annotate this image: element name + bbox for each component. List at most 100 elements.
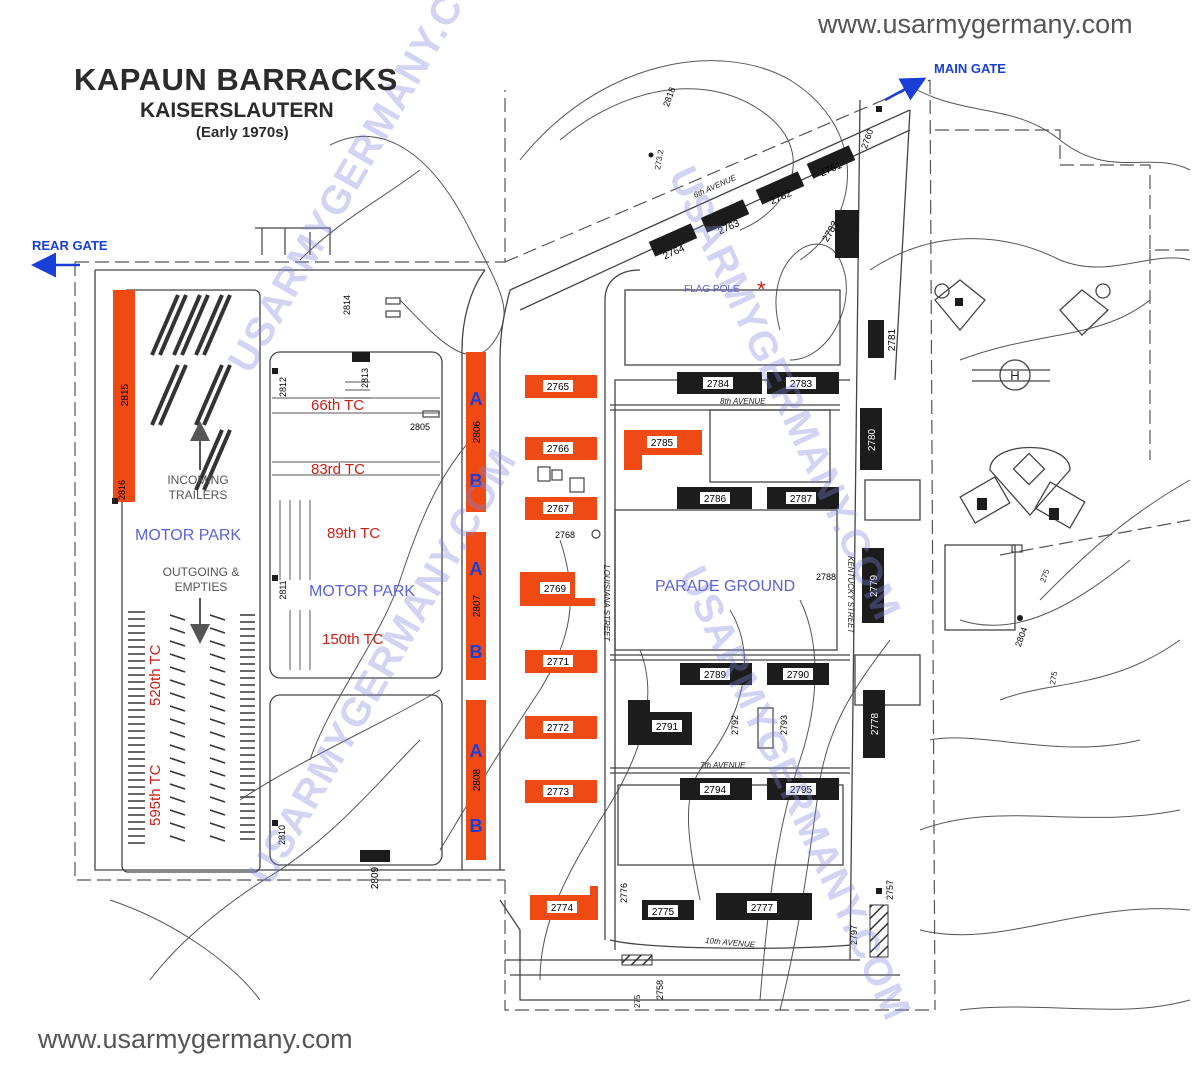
building-2785 (624, 430, 702, 470)
rear-gate-label: REAR GATE (32, 238, 108, 253)
label-2769: 2769 (544, 584, 567, 595)
section-a-3: A (470, 741, 483, 761)
label-2791: 2791 (656, 722, 679, 733)
building-2797-hatched[interactable] (869, 904, 889, 958)
label-2789: 2789 (704, 670, 727, 681)
site-url-top[interactable]: www.usarmygermany.com (818, 9, 1133, 39)
fence-lines (74, 79, 1191, 1011)
section-b-3: B (470, 816, 483, 836)
elevation-275-c: 275 (633, 994, 642, 1008)
section-a-1: A (470, 389, 483, 409)
building-2780 (860, 408, 882, 470)
building-2810-marker (272, 820, 278, 826)
label-2777: 2777 (751, 903, 774, 914)
label-2816: 2816 (117, 480, 127, 500)
building-2811-marker (272, 575, 278, 581)
label-2813: 2813 (360, 368, 370, 388)
main-gate-label: MAIN GATE (934, 61, 1006, 76)
unit-150th-tc: 150th TC (322, 631, 384, 648)
roads (94, 99, 1016, 1001)
map-title: KAPAUN BARRACKS (74, 62, 398, 97)
flag-pole-label: FLAG POLE (684, 284, 740, 295)
parking-stripes-lower (128, 611, 255, 844)
label-2812: 2812 (278, 377, 288, 397)
building-2762 (755, 171, 805, 205)
label-2786: 2786 (704, 494, 727, 505)
label-2793: 2793 (779, 715, 789, 735)
parade-ground-label: PARADE GROUND (655, 578, 795, 595)
outgoing-label-1: OUTGOING & (163, 565, 240, 579)
building-2757-marker (876, 888, 882, 894)
street-7th-avenue: 7th AVENUE (700, 761, 746, 770)
label-2767: 2767 (547, 504, 570, 515)
label-2818: 2818 (661, 86, 677, 108)
label-2794: 2794 (704, 785, 727, 796)
label-2792: 2792 (730, 715, 740, 735)
sports-fields (934, 279, 1111, 529)
building-2816-marker (112, 498, 118, 504)
label-2784: 2784 (707, 379, 730, 390)
building-2778 (863, 690, 885, 758)
parking-stripes-upper (150, 294, 232, 491)
label-2779: 2779 (869, 574, 880, 597)
label-2815: 2815 (120, 383, 131, 406)
outgoing-label-2: EMPTIES (175, 580, 228, 594)
main-gate-arrow (884, 77, 927, 102)
label-2805: 2805 (410, 422, 430, 432)
center-parking-lines (272, 381, 440, 670)
marker-273 (648, 152, 654, 158)
label-2766: 2766 (547, 444, 570, 455)
unit-595th-tc: 595th TC (147, 764, 164, 826)
incoming-label-1: INCOMING (167, 473, 228, 487)
site-url-bottom[interactable]: www.usarmygermany.com (38, 1024, 353, 1054)
incoming-label-2: TRAILERS (169, 488, 228, 502)
building-2758-hatched[interactable] (621, 954, 653, 966)
building-labels: 2765 2766 2767 2769 2771 2772 2773 2774 … (117, 86, 1029, 1000)
unit-83rd-tc: 83rd TC (311, 461, 365, 478)
label-2787: 2787 (790, 494, 813, 505)
unit-520th-tc: 520th TC (147, 644, 164, 706)
building-2779 (862, 548, 884, 623)
label-2781: 2781 (887, 328, 898, 351)
building-2809 (360, 850, 390, 862)
building-2813 (352, 352, 370, 362)
section-b-2: B (470, 642, 483, 662)
building-2812-marker (272, 368, 278, 374)
label-2788: 2788 (816, 572, 836, 582)
label-2797: 2797 (849, 925, 859, 945)
building-2782 (835, 210, 859, 258)
street-8th-avenue: 8th AVENUE (720, 397, 766, 406)
label-2808: 2808 (472, 768, 483, 791)
misc-structures (255, 227, 1023, 749)
label-2757: 2757 (885, 880, 895, 900)
street-kentucky: KENTUCKY STREET (846, 556, 855, 634)
label-2768: 2768 (555, 530, 575, 540)
label-2810: 2810 (277, 825, 287, 845)
elevation-273: 273.2 (653, 149, 665, 171)
contour-lines (109, 60, 1191, 1011)
label-2778: 2778 (870, 712, 881, 735)
motor-park-left-label: MOTOR PARK (135, 527, 241, 544)
map-era: (Early 1970s) (196, 124, 289, 141)
elevation-275-b: 275 (1048, 670, 1059, 685)
label-2775: 2775 (652, 907, 675, 918)
label-2814: 2814 (342, 295, 352, 315)
building-2781 (868, 320, 884, 358)
label-2772: 2772 (547, 723, 570, 734)
orange-buildings[interactable] (113, 290, 702, 920)
label-2811: 2811 (278, 580, 288, 599)
label-2807: 2807 (472, 594, 483, 617)
section-a-2: A (470, 559, 483, 579)
label-2790: 2790 (787, 670, 810, 681)
unit-66th-tc: 66th TC (311, 397, 364, 414)
area-labels: MOTOR PARK MOTOR PARK PARADE GROUND INCO… (32, 61, 1020, 600)
unit-89th-tc: 89th TC (327, 525, 380, 542)
building-2807 (466, 532, 486, 680)
building-2806 (466, 352, 486, 512)
elevation-275-a: 275 (1038, 568, 1051, 584)
label-2774: 2774 (551, 903, 574, 914)
building-2763 (700, 199, 750, 233)
label-2771: 2771 (547, 657, 570, 668)
label-2758: 2758 (655, 980, 665, 1000)
